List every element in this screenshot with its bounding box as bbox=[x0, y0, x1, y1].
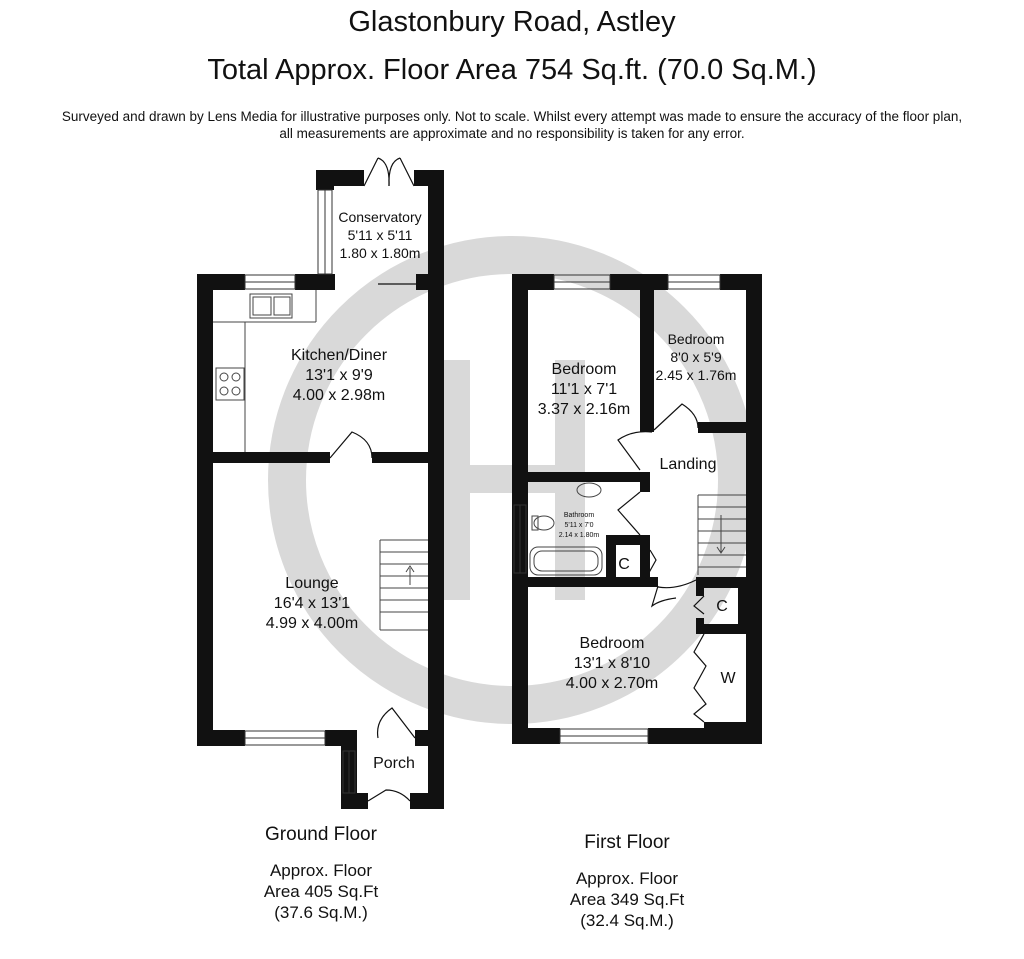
first-floor-area-1: Approx. Floor bbox=[575, 869, 679, 888]
basin-icon bbox=[576, 482, 602, 498]
hob-icon bbox=[215, 367, 245, 401]
wardrobe-name: W bbox=[720, 670, 736, 687]
ground-floor-windows bbox=[244, 189, 356, 794]
disclaimer-line-2: all measurements are approximate and no … bbox=[279, 126, 745, 141]
first-floor-caption: First Floor Approx. Floor Area 349 Sq.Ft… bbox=[527, 832, 727, 931]
kitchen-imperial: 13'1 x 9'9 bbox=[305, 367, 373, 384]
ground-floor-doors bbox=[329, 157, 416, 802]
toilet-icon bbox=[533, 515, 555, 531]
bathroom-imperial: 5'11 x 7'0 bbox=[564, 522, 593, 529]
first-floor-area-3: (32.4 Sq.M.) bbox=[580, 911, 674, 930]
lounge-label: Lounge 16'4 x 13'1 4.99 x 4.00m bbox=[266, 575, 359, 632]
disclaimer-line-1: Surveyed and drawn by Lens Media for ill… bbox=[61, 109, 963, 124]
first-floor-windows bbox=[513, 274, 721, 744]
landing-name: Landing bbox=[660, 456, 717, 473]
lounge-metric: 4.99 x 4.00m bbox=[266, 615, 359, 632]
total-area-text: Total Approx. Floor Area 754 Sq.ft. (70.… bbox=[207, 54, 817, 86]
bathroom-fixtures bbox=[529, 482, 603, 576]
first-floor-name: First Floor bbox=[584, 832, 670, 853]
ground-floor-area-2: Area 405 Sq.Ft bbox=[263, 882, 379, 901]
bedroom-3-name: Bedroom bbox=[668, 331, 725, 347]
bath-icon bbox=[529, 546, 603, 576]
plan-title: Glastonbury Road, Astley bbox=[348, 6, 676, 38]
bedroom-2-imperial: 11'1 x 7'1 bbox=[551, 381, 617, 398]
bedroom-1-label: Bedroom 13'1 x 8'10 4.00 x 2.70m bbox=[566, 635, 659, 692]
first-floor-doors bbox=[617, 403, 707, 723]
watermark-logo bbox=[268, 236, 756, 724]
lounge-name: Lounge bbox=[285, 575, 338, 592]
bathroom-metric: 2.14 x 1.80m bbox=[559, 532, 600, 539]
bedroom-2-name: Bedroom bbox=[552, 361, 617, 378]
kitchen-label: Kitchen/Diner 13'1 x 9'9 4.00 x 2.98m bbox=[291, 347, 388, 404]
ground-floor-name: Ground Floor bbox=[265, 824, 377, 845]
bedroom-3-label: Bedroom 8'0 x 5'9 2.45 x 1.76m bbox=[656, 331, 737, 383]
kitchen-name: Kitchen/Diner bbox=[291, 347, 388, 364]
cupboard-1-name: C bbox=[618, 556, 630, 573]
porch-name: Porch bbox=[373, 755, 415, 772]
bathroom-name: Bathroom bbox=[564, 512, 595, 519]
first-stairs bbox=[697, 494, 746, 575]
conservatory-name: Conservatory bbox=[338, 209, 421, 225]
bedroom-3-imperial: 8'0 x 5'9 bbox=[670, 349, 721, 365]
kitchen-units bbox=[213, 290, 317, 452]
conservatory-imperial: 5'11 x 5'11 bbox=[348, 227, 413, 243]
first-floor-area-2: Area 349 Sq.Ft bbox=[569, 890, 685, 909]
lounge-imperial: 16'4 x 13'1 bbox=[274, 595, 350, 612]
ground-floor-caption: Ground Floor Approx. Floor Area 405 Sq.F… bbox=[221, 824, 421, 923]
bedroom-1-name: Bedroom bbox=[580, 635, 645, 652]
bedroom-1-metric: 4.00 x 2.70m bbox=[566, 675, 659, 692]
cupboard-2-name: C bbox=[716, 598, 728, 615]
ground-floor-area-1: Approx. Floor bbox=[269, 861, 373, 880]
ground-floor-area-3: (37.6 Sq.M.) bbox=[274, 903, 368, 922]
bathroom-label: Bathroom 5'11 x 7'0 2.14 x 1.80m bbox=[559, 512, 600, 539]
sink-icon bbox=[249, 293, 293, 319]
bedroom-1-imperial: 13'1 x 8'10 bbox=[574, 655, 650, 672]
kitchen-metric: 4.00 x 2.98m bbox=[293, 387, 386, 404]
bedroom-2-metric: 3.37 x 2.16m bbox=[538, 401, 631, 418]
bedroom-2-label: Bedroom 11'1 x 7'1 3.37 x 2.16m bbox=[538, 361, 631, 418]
bedroom-3-metric: 2.45 x 1.76m bbox=[656, 367, 737, 383]
conservatory-metric: 1.80 x 1.80m bbox=[340, 245, 421, 261]
ground-floor-walls bbox=[197, 170, 444, 809]
ground-stairs bbox=[379, 539, 428, 631]
conservatory-label: Conservatory 5'11 x 5'11 1.80 x 1.80m bbox=[338, 209, 421, 261]
